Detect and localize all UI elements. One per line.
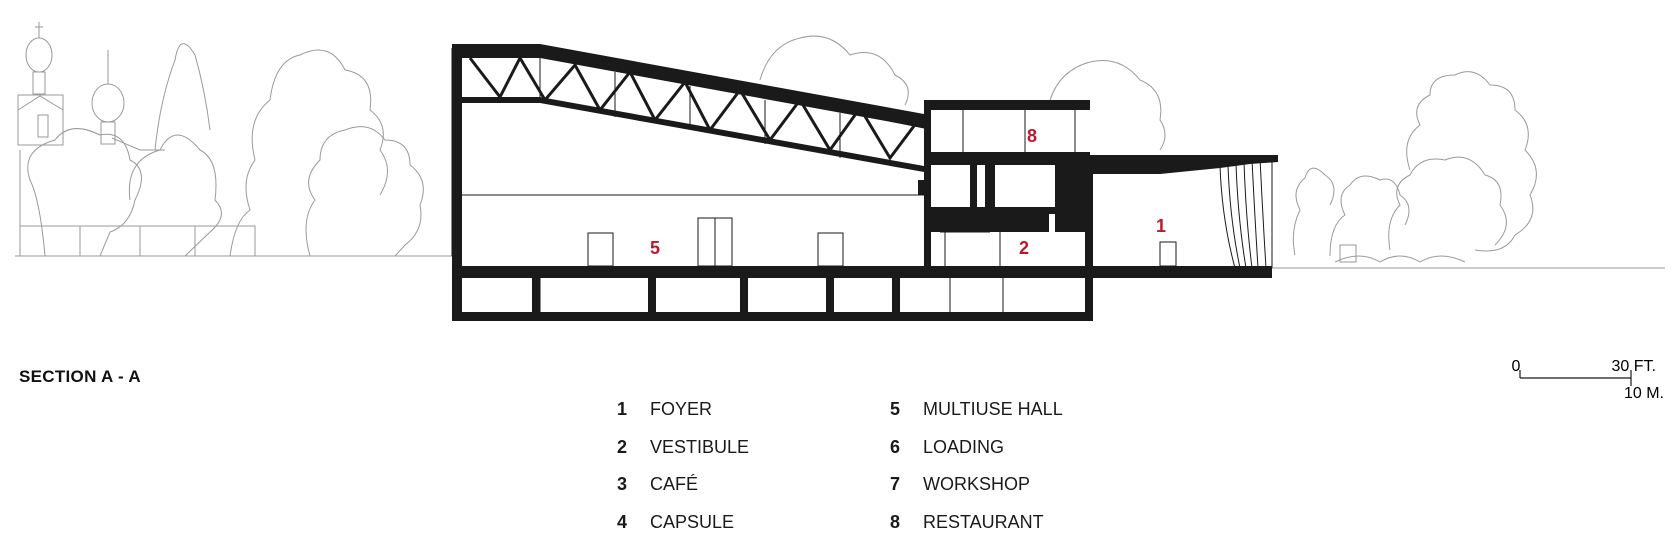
- legend-item: 7 WORKSHOP: [890, 466, 1063, 504]
- room-tag-restaurant: 8: [1027, 126, 1037, 146]
- scale-bar: 0 30 FT. 10 M.: [1512, 358, 1664, 402]
- legend-number: 3: [617, 474, 650, 495]
- legend-item: 5 MULTIUSE HALL: [890, 391, 1063, 429]
- scale-metric: 10 M.: [1624, 385, 1664, 402]
- legend-number: 2: [617, 437, 650, 458]
- legend-number: 5: [890, 399, 923, 420]
- legend-item: 6 LOADING: [890, 429, 1063, 467]
- church-icon: [18, 22, 165, 256]
- room-legend-column-1: 1 FOYER 2 VESTIBULE 3 CAFÉ 4 CAPSULE: [617, 391, 749, 541]
- building-section: 1 2 5 8: [452, 44, 1278, 321]
- legend-number: 7: [890, 474, 923, 495]
- legend-label: LOADING: [923, 437, 1004, 458]
- scale-imperial: 30 FT.: [1612, 358, 1656, 375]
- legend-label: RESTAURANT: [923, 512, 1044, 533]
- legend-label: CAFÉ: [650, 474, 698, 495]
- legend-label: FOYER: [650, 399, 712, 420]
- legend-number: 6: [890, 437, 923, 458]
- room-tag-multiuse-hall: 5: [650, 238, 660, 258]
- legend-item: 3 CAFÉ: [617, 466, 749, 504]
- legend-item: 4 CAPSULE: [617, 504, 749, 541]
- tree-icon: [20, 44, 423, 256]
- legend-item: 1 FOYER: [617, 391, 749, 429]
- room-tag-vestibule: 2: [1019, 238, 1029, 258]
- scale-zero: 0: [1512, 358, 1521, 375]
- section-title: SECTION A - A: [19, 367, 141, 387]
- legend-number: 4: [617, 512, 650, 533]
- room-legend-column-2: 5 MULTIUSE HALL 6 LOADING 7 WORKSHOP 8 R…: [890, 391, 1063, 541]
- roof-truss: [452, 44, 924, 172]
- tree-icon: [1293, 72, 1536, 262]
- legend-label: WORKSHOP: [923, 474, 1030, 495]
- legend-label: VESTIBULE: [650, 437, 749, 458]
- legend-item: 2 VESTIBULE: [617, 429, 749, 467]
- legend-label: CAPSULE: [650, 512, 734, 533]
- legend-label: MULTIUSE HALL: [923, 399, 1063, 420]
- legend-number: 1: [617, 399, 650, 420]
- legend-item: 8 RESTAURANT: [890, 504, 1063, 541]
- legend-number: 8: [890, 512, 923, 533]
- room-tag-foyer: 1: [1156, 216, 1166, 236]
